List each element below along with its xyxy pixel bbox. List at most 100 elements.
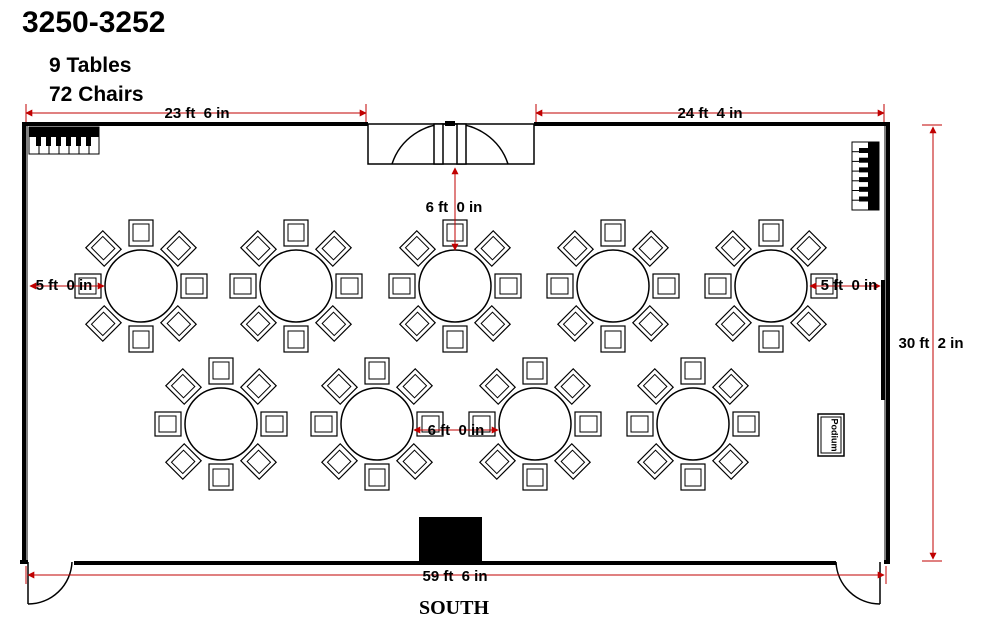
- table-group: [154, 357, 288, 491]
- round-table: [259, 249, 333, 323]
- chair: [239, 229, 278, 268]
- chair: [631, 229, 670, 268]
- orientation-label: SOUTH: [419, 597, 489, 619]
- chair: [154, 411, 182, 437]
- dim-room-depth: 30 ft 2 in: [898, 335, 963, 352]
- chair: [494, 273, 522, 299]
- chair: [574, 411, 602, 437]
- chair: [239, 442, 278, 481]
- chair: [335, 273, 363, 299]
- dim-table-spacing: 6 ft 0 in: [428, 422, 485, 439]
- table-group: [468, 357, 602, 491]
- chair: [159, 229, 198, 268]
- chair: [680, 357, 706, 385]
- round-table: [734, 249, 808, 323]
- chair: [159, 304, 198, 343]
- chair: [631, 304, 670, 343]
- round-table: [498, 387, 572, 461]
- chair: [473, 304, 512, 343]
- chair: [758, 325, 784, 353]
- chair: [128, 325, 154, 353]
- chair: [758, 219, 784, 247]
- chair: [711, 442, 750, 481]
- table-group: [229, 219, 363, 353]
- dim-door-to-table: 6 ft 0 in: [426, 199, 483, 216]
- dimension-lines: [25, 104, 942, 584]
- chair: [714, 304, 753, 343]
- chair: [84, 304, 123, 343]
- chair: [239, 304, 278, 343]
- dim-total-width: 59 ft 6 in: [422, 568, 487, 585]
- chair: [395, 442, 434, 481]
- chair: [546, 273, 574, 299]
- chair: [395, 367, 434, 406]
- table-group: [626, 357, 760, 491]
- chair: [84, 229, 123, 268]
- chair: [442, 325, 468, 353]
- door-southeast: [835, 561, 881, 605]
- chair: [789, 304, 828, 343]
- table-group: [310, 357, 444, 491]
- podium-label: Podium: [830, 419, 840, 452]
- dim-left-wall-clearance: 5 ft 0 in: [36, 277, 93, 294]
- round-table: [418, 249, 492, 323]
- round-table: [576, 249, 650, 323]
- double-door-north: [367, 121, 535, 165]
- table-layout: [74, 219, 838, 491]
- round-table: [104, 249, 178, 323]
- chair: [478, 442, 517, 481]
- chair: [704, 273, 732, 299]
- chair: [556, 304, 595, 343]
- chair: [626, 411, 654, 437]
- chair: [310, 411, 338, 437]
- table-count: 9 Tables: [49, 54, 132, 77]
- chair: [522, 463, 548, 491]
- chair: [398, 229, 437, 268]
- chair: [314, 229, 353, 268]
- chair: [652, 273, 680, 299]
- podium: Podium: [817, 413, 845, 457]
- chair: [180, 273, 208, 299]
- chair: [680, 463, 706, 491]
- chair: [600, 325, 626, 353]
- round-table: [656, 387, 730, 461]
- chair: [732, 411, 760, 437]
- dim-top-right-width: 24 ft 4 in: [677, 105, 742, 122]
- chair: [478, 367, 517, 406]
- chair: [208, 357, 234, 385]
- chair: [314, 304, 353, 343]
- round-table: [184, 387, 258, 461]
- chair: [636, 367, 675, 406]
- chair: [600, 219, 626, 247]
- chair-count: 72 Chairs: [49, 83, 144, 106]
- dim-top-left-width: 23 ft 6 in: [164, 105, 229, 122]
- chair: [714, 229, 753, 268]
- dim-right-wall-clearance: 5 ft 0 in: [821, 277, 878, 294]
- chair: [320, 442, 359, 481]
- stage-block: [419, 517, 482, 563]
- chair: [164, 442, 203, 481]
- piano-icon-right: [851, 141, 880, 211]
- chair: [260, 411, 288, 437]
- table-group: [546, 219, 680, 353]
- chair: [208, 463, 234, 491]
- chair: [283, 219, 309, 247]
- chair: [164, 367, 203, 406]
- chair: [711, 367, 750, 406]
- chair: [636, 442, 675, 481]
- chair: [320, 367, 359, 406]
- room-number: 3250-3252: [22, 6, 166, 39]
- chair: [388, 273, 416, 299]
- table-group: [704, 219, 838, 353]
- chair: [229, 273, 257, 299]
- chair: [473, 229, 512, 268]
- chair: [364, 357, 390, 385]
- chair: [556, 229, 595, 268]
- door-southwest: [27, 561, 73, 605]
- chair: [239, 367, 278, 406]
- chair: [553, 367, 592, 406]
- chair: [522, 357, 548, 385]
- chair: [398, 304, 437, 343]
- chair: [128, 219, 154, 247]
